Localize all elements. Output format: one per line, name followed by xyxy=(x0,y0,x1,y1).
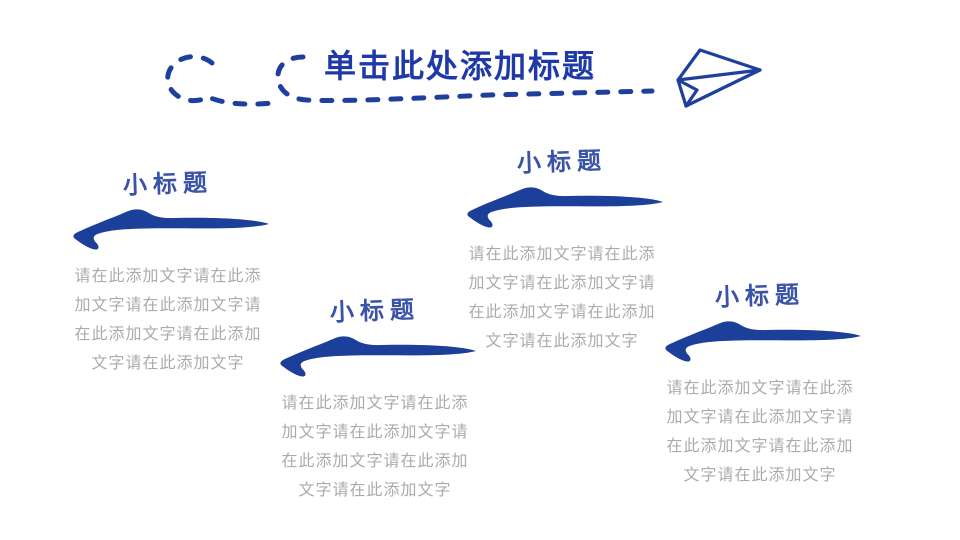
subtitle[interactable]: 小标题 xyxy=(329,296,421,327)
content-group-2: 小标题 请在此添加文字请在此添加文字请在此添加文字请在此添加文字请在此添加文字请… xyxy=(450,147,674,356)
brush-arrow-icon xyxy=(280,336,476,377)
slide-title[interactable]: 单击此处添加标题 xyxy=(323,48,596,84)
subtitle[interactable]: 小标题 xyxy=(714,281,806,312)
body-text[interactable]: 请在此添加文字请在此添加文字请在此添加文字请在此添加文字请在此添加文字请在此添加… xyxy=(666,380,854,484)
content-group-1: 小标题 请在此添加文字请在此添加文字请在此添加文字请在此添加文字请在此添加文字请… xyxy=(56,169,280,378)
subtitle[interactable]: 小标题 xyxy=(122,169,214,200)
body-text[interactable]: 请在此添加文字请在此添加文字请在此添加文字请在此添加文字请在此添加文字请在此添加… xyxy=(281,395,469,499)
subtitle[interactable]: 小标题 xyxy=(516,147,608,178)
content-group-3: 小标题 请在此添加文字请在此添加文字请在此添加文字请在此添加文字请在此添加文字请… xyxy=(263,296,487,505)
brush-arrow-icon xyxy=(467,187,663,228)
body-text[interactable]: 请在此添加文字请在此添加文字请在此添加文字请在此添加文字请在此添加文字请在此添加… xyxy=(468,246,656,350)
content-group-4: 小标题 请在此添加文字请在此添加文字请在此添加文字请在此添加文字请在此添加文字请… xyxy=(648,281,872,490)
brush-arrow-icon xyxy=(73,209,269,250)
body-text[interactable]: 请在此添加文字请在此添加文字请在此添加文字请在此添加文字请在此添加文字请在此添加… xyxy=(74,268,262,372)
dashed-flight-path-icon xyxy=(165,54,655,107)
brush-arrow-icon xyxy=(665,321,861,362)
paper-plane-icon xyxy=(676,48,762,108)
